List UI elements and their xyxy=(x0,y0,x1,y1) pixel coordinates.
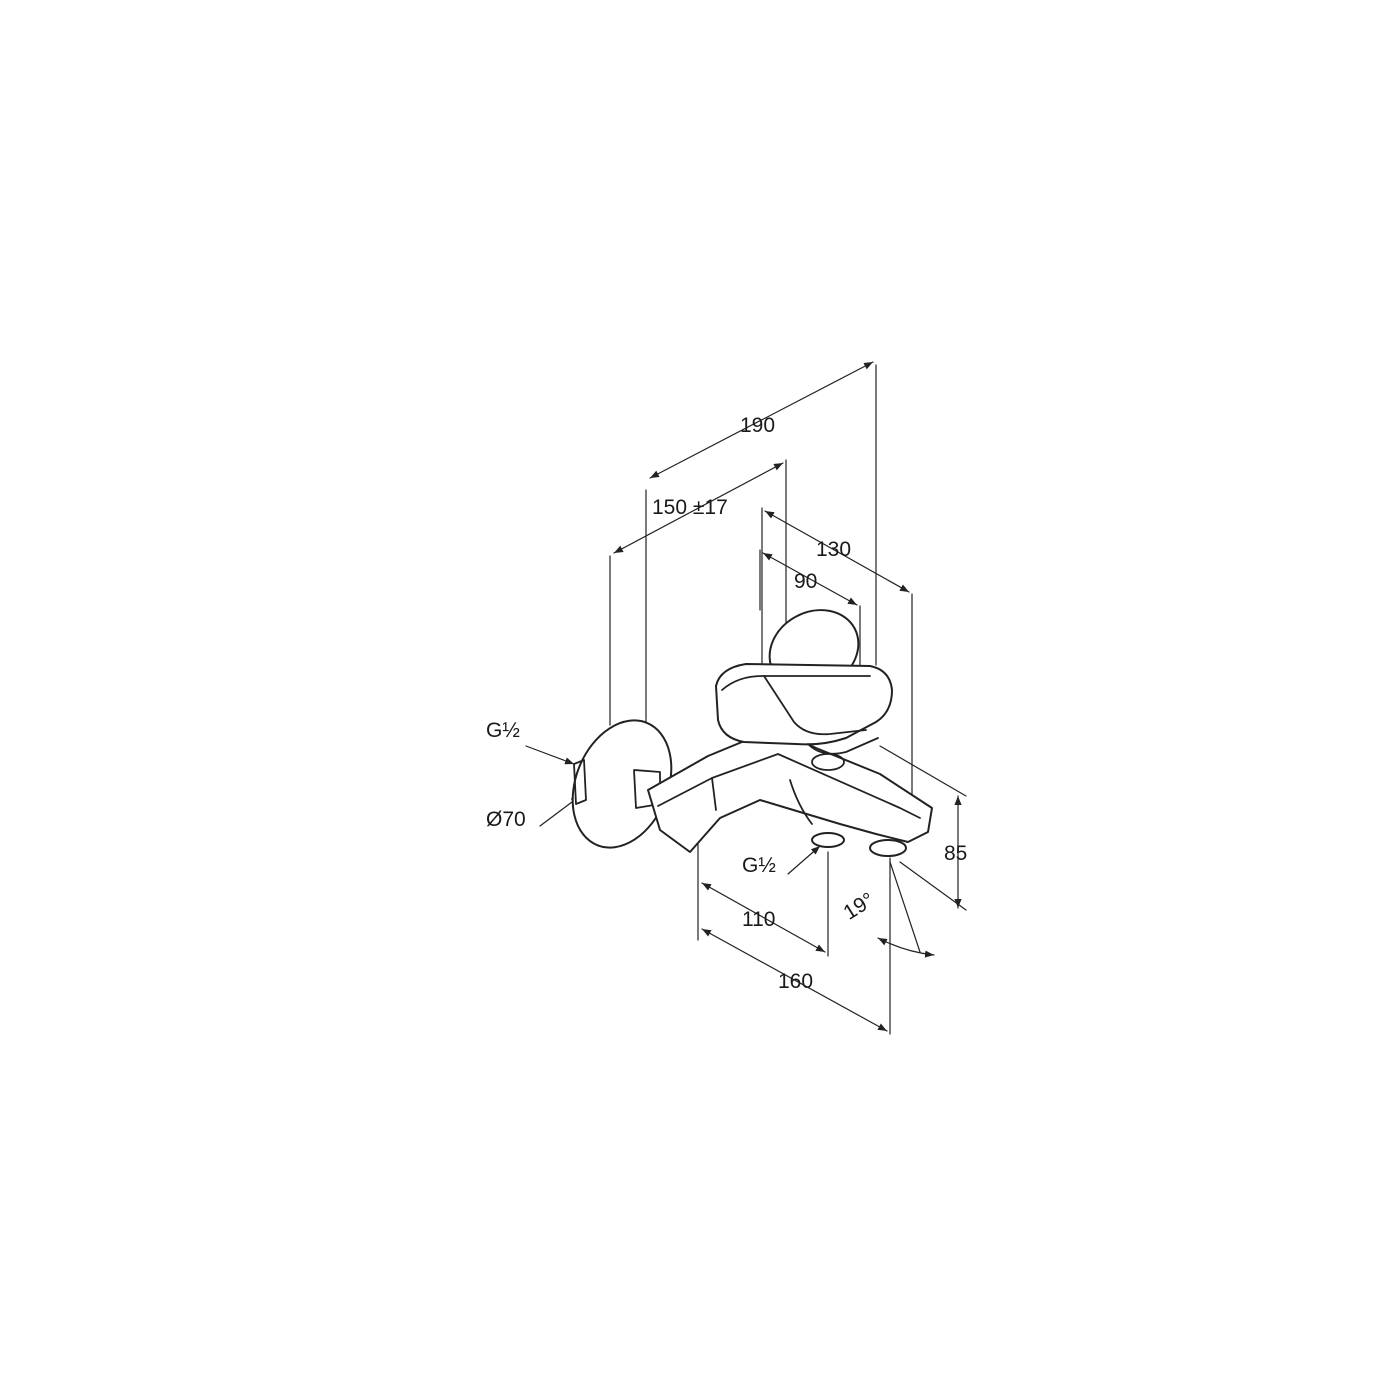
dim-130 xyxy=(764,510,910,593)
leader-inlet-thread xyxy=(525,745,575,765)
label-190: 190 xyxy=(740,414,775,437)
angle-ray xyxy=(889,861,921,953)
label-130: 130 xyxy=(816,538,851,561)
dim-190 xyxy=(649,361,874,479)
label-inlet-thread: G½ xyxy=(486,719,520,742)
label-160: 160 xyxy=(778,970,813,993)
label-outlet-thread: G½ xyxy=(742,854,776,877)
label-rosette: Ø70 xyxy=(486,808,526,831)
body-crease xyxy=(711,777,717,811)
diverter-outlet xyxy=(811,832,845,848)
faucet-body xyxy=(571,609,933,857)
leader-outlet-thread xyxy=(787,845,821,875)
body-underside-curve xyxy=(789,779,813,825)
lever-bevel xyxy=(763,675,867,736)
label-150: 150 ±17 xyxy=(652,496,728,519)
lever-base xyxy=(807,737,879,755)
dimension-lines xyxy=(525,361,967,1035)
lever-handle xyxy=(715,663,893,746)
label-90: 90 xyxy=(794,570,817,593)
dim-160 xyxy=(701,928,888,1032)
dim-90 xyxy=(762,552,858,606)
dim-150 xyxy=(613,462,784,554)
body-top-edge xyxy=(657,753,921,819)
spout-outlet xyxy=(869,839,907,857)
label-110: 110 xyxy=(742,908,775,931)
label-angle: 19° xyxy=(839,888,878,924)
ext-85-bottom xyxy=(899,861,967,911)
angle-arc xyxy=(877,937,935,958)
ext-85-top xyxy=(879,745,967,797)
inlet-nub xyxy=(573,759,587,805)
label-85: 85 xyxy=(944,842,967,865)
lever-top-face xyxy=(721,675,871,691)
